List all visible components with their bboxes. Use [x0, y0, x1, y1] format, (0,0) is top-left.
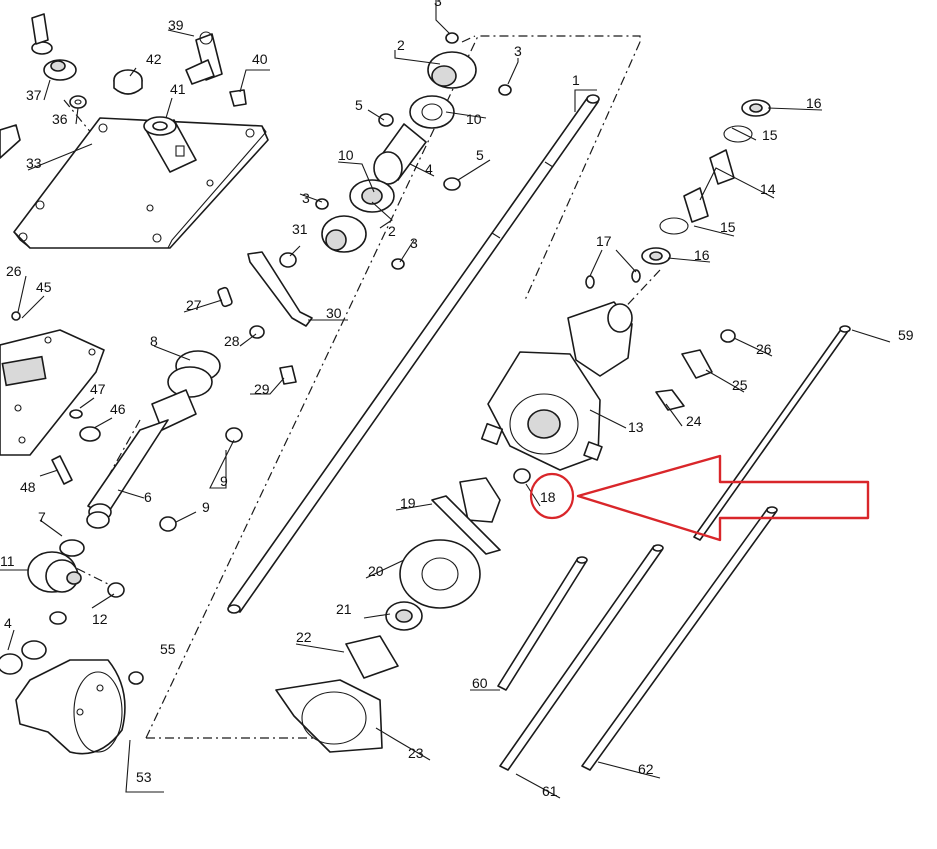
- housing-part-53: [0, 640, 144, 755]
- bushing-part-41: [143, 116, 197, 173]
- callout-label: 26: [6, 263, 22, 279]
- needle-bearing-stack: [585, 99, 771, 289]
- callout-label: 59: [898, 327, 914, 343]
- callout-label: 13: [628, 419, 644, 435]
- callout-label: 45: [36, 279, 52, 295]
- callout-label: 22: [296, 629, 312, 645]
- base-plate-part-33: [13, 117, 269, 249]
- callout-label: 4: [4, 615, 12, 631]
- callout-label: 24: [686, 413, 702, 429]
- callout-label: 15: [762, 127, 778, 143]
- feed-plate-assembly: [0, 311, 105, 456]
- callout-label: 42: [146, 51, 162, 67]
- highlight-circle-part-18: [529, 472, 575, 520]
- callout-label: 16: [806, 95, 822, 111]
- callout-label: 9: [220, 473, 228, 489]
- callout-label: 9: [202, 499, 210, 515]
- lever-part-30: [247, 251, 313, 327]
- upper-bearing-stack: [315, 32, 512, 270]
- callout-label: 8: [150, 333, 158, 349]
- callout-label: 3: [302, 190, 310, 206]
- cap-part-42: [113, 69, 143, 95]
- callout-label: 61: [542, 783, 558, 799]
- callout-label: 23: [408, 745, 424, 761]
- callout-label: 2: [397, 37, 405, 53]
- clip-part-40: [229, 89, 247, 107]
- part-18-screw: [513, 468, 531, 484]
- gear-housing-part-13: [480, 301, 633, 471]
- callout-label: 29: [254, 381, 270, 397]
- callout-label: 1: [572, 72, 580, 88]
- callout-label: 10: [466, 111, 482, 127]
- callout-label: 36: [52, 111, 68, 127]
- callout-label: 31: [292, 221, 308, 237]
- callout-label: 7: [38, 509, 46, 525]
- callout-label: 60: [472, 675, 488, 691]
- main-shaft-part-1: [227, 94, 600, 614]
- side-plate-fragment: [0, 124, 21, 159]
- rod-part-59: [693, 325, 851, 541]
- callout-label: 37: [26, 87, 42, 103]
- callout-label: 30: [326, 305, 342, 321]
- callout-label: 5: [355, 97, 363, 113]
- callout-label: 28: [224, 333, 240, 349]
- callout-label: 16: [694, 247, 710, 263]
- callout-label: 47: [90, 381, 106, 397]
- callout-label: 41: [170, 81, 186, 97]
- callout-label: 12: [92, 611, 108, 627]
- callout-label: 3: [434, 0, 442, 9]
- callout-label: 15: [720, 219, 736, 235]
- callout-label: 2: [388, 223, 396, 239]
- callout-label: 3: [410, 235, 418, 251]
- callout-label: 10: [338, 147, 354, 163]
- fitting-part-48: [51, 455, 73, 485]
- callout-label: 27: [186, 297, 202, 313]
- needle-bar-part-6: [86, 350, 221, 529]
- callout-label: 25: [732, 377, 748, 393]
- rod-part-60: [497, 556, 588, 691]
- callout-label: 62: [638, 761, 654, 777]
- callout-label: 21: [336, 601, 352, 617]
- screw-set-24-26: [655, 329, 736, 411]
- callout-label: 19: [400, 495, 416, 511]
- highlight-annotation: [529, 454, 870, 542]
- callout-label: 48: [20, 479, 36, 495]
- rod-part-61: [499, 544, 664, 771]
- callout-label: 4: [425, 161, 433, 177]
- callout-label: 18: [540, 489, 556, 505]
- elbow-fitting-part-39: [185, 31, 223, 85]
- screw-part-46: [69, 409, 101, 442]
- small-parts-cluster: [159, 286, 297, 532]
- hook-assembly: [275, 477, 501, 753]
- callout-label: 53: [136, 769, 152, 785]
- rod-part-62: [581, 506, 778, 771]
- highlight-arrow: [576, 454, 870, 542]
- callout-label: 3: [514, 43, 522, 59]
- callout-label: 39: [168, 17, 184, 33]
- callout-label: 46: [110, 401, 126, 417]
- callout-label: 6: [144, 489, 152, 505]
- callout-label: 26: [756, 341, 772, 357]
- screw-assembly-37: [31, 13, 87, 109]
- callout-label: 5: [476, 147, 484, 163]
- leader-lines: [0, 0, 891, 799]
- callout-label: 33: [26, 155, 42, 171]
- wheel-part-11: [27, 539, 125, 625]
- callout-label: 40: [252, 51, 268, 67]
- callout-label: 11: [0, 553, 15, 569]
- callout-label: 20: [368, 563, 384, 579]
- callout-label: 14: [760, 181, 776, 197]
- callout-label: 55: [160, 641, 176, 657]
- callout-label: 17: [596, 233, 612, 249]
- callout-labels: 1 2 2 3 3 3 3 4 4 5 5 6 7 8 9 9 10 10 11…: [0, 0, 914, 799]
